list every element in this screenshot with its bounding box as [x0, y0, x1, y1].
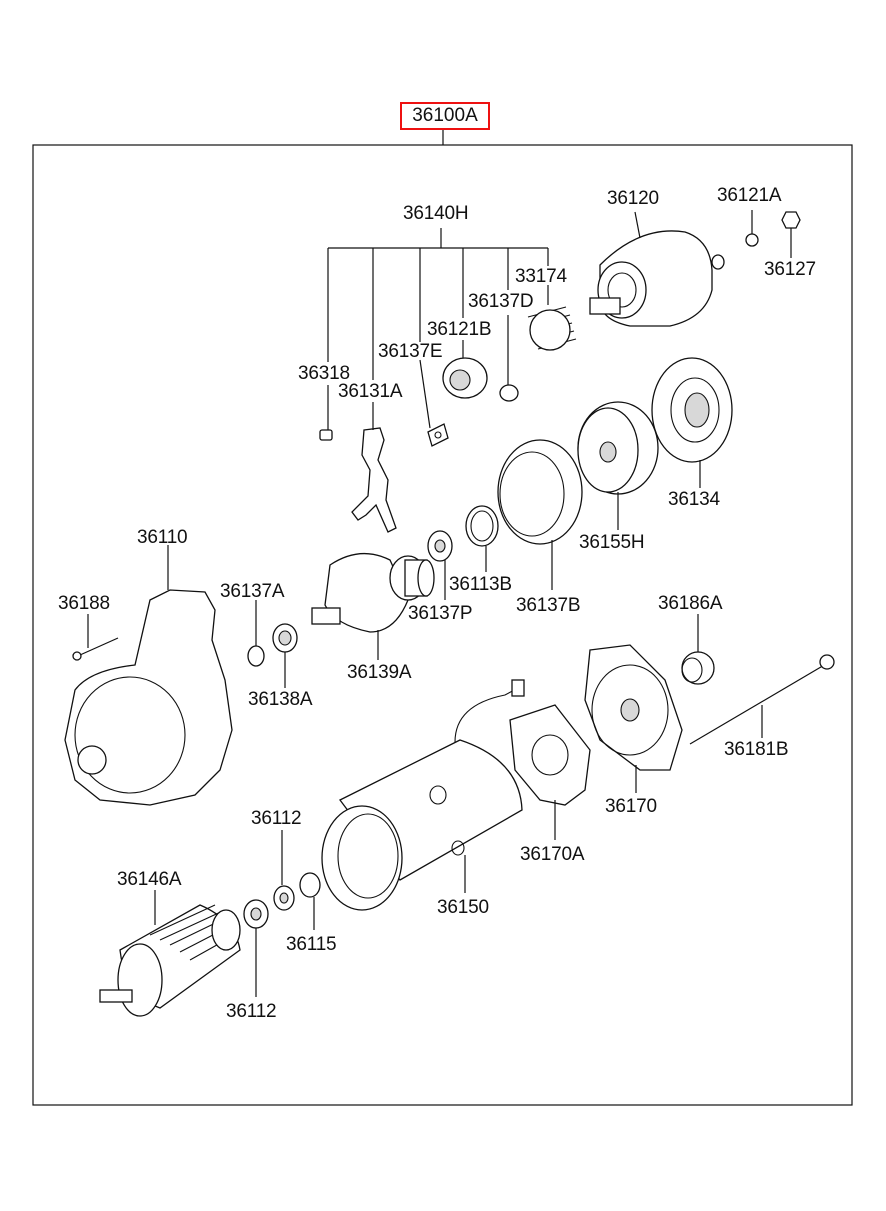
yoke-36150: [321, 679, 525, 911]
part-label-36137P: 36137P: [408, 603, 473, 624]
part-label-36115: 36115: [286, 934, 337, 955]
part-label-36170A: 36170A: [520, 844, 585, 865]
part-label-36146A: 36146A: [117, 869, 182, 890]
bushing-36186A: [681, 614, 715, 685]
housing-36110: [64, 545, 233, 806]
pin-36318: [319, 385, 333, 441]
drive-36139A: [311, 552, 435, 660]
main-assembly-label: 36100A: [400, 102, 490, 130]
washer-36137P: [427, 530, 453, 600]
part-label-36131A: 36131A: [338, 381, 403, 402]
washer-36113B: [465, 505, 499, 572]
ring-36137B: [497, 439, 583, 590]
part-label-36139A: 36139A: [347, 662, 412, 683]
ring-36115: [299, 872, 321, 930]
cover-36170: [584, 644, 683, 793]
part-label-36137B: 36137B: [516, 595, 581, 616]
part-label-36113B: 36113B: [449, 574, 512, 595]
part-label-36186A: 36186A: [658, 593, 723, 614]
part-label-36318: 36318: [298, 363, 350, 384]
nut-36127: [781, 211, 801, 258]
housing-36155H: [577, 401, 659, 530]
part-label-36121B: 36121B: [427, 319, 492, 340]
brush-holder-36170A: [509, 704, 591, 840]
part-label-36112-upper: 36112: [251, 808, 302, 829]
part-label-36150: 36150: [437, 897, 489, 918]
plate-36137E: [419, 359, 449, 447]
lever-36131A: [351, 402, 397, 533]
bracket-36140H: [327, 228, 549, 380]
part-label-36121A: 36121A: [717, 185, 782, 206]
part-label-36134: 36134: [668, 489, 720, 510]
part-label-36137D: 36137D: [468, 291, 534, 312]
plate-36134: [651, 357, 733, 488]
nut-36121A: [745, 210, 759, 247]
bushing-36121B: [442, 340, 488, 399]
collar-36138A: [272, 623, 298, 688]
part-label-36137E: 36137E: [378, 341, 443, 362]
part-label-36112-lower: 36112: [226, 1001, 277, 1022]
part-label-33174: 33174: [515, 266, 567, 287]
solenoid-36120: [589, 211, 725, 327]
part-label-36120: 36120: [607, 188, 659, 209]
part-label-36188: 36188: [58, 593, 110, 614]
armature-36146A: [99, 890, 241, 1017]
part-label-36137A: 36137A: [220, 581, 285, 602]
part-label-36140H: 36140H: [403, 203, 469, 224]
ring-36137A: [247, 600, 265, 667]
part-label-36138A: 36138A: [248, 689, 313, 710]
bolt-36181B: [689, 654, 835, 745]
part-label-36127: 36127: [764, 259, 816, 280]
part-label-36170: 36170: [605, 796, 657, 817]
part-label-36110: 36110: [137, 527, 188, 548]
spring-33174: [527, 285, 577, 351]
part-label-36181B: 36181B: [724, 739, 789, 760]
washer-36112-lower: [243, 899, 269, 997]
washer-36112-upper: [273, 830, 295, 911]
part-label-36155H: 36155H: [579, 532, 645, 553]
clip-36137D: [499, 315, 519, 402]
bolt-36188: [72, 614, 119, 661]
